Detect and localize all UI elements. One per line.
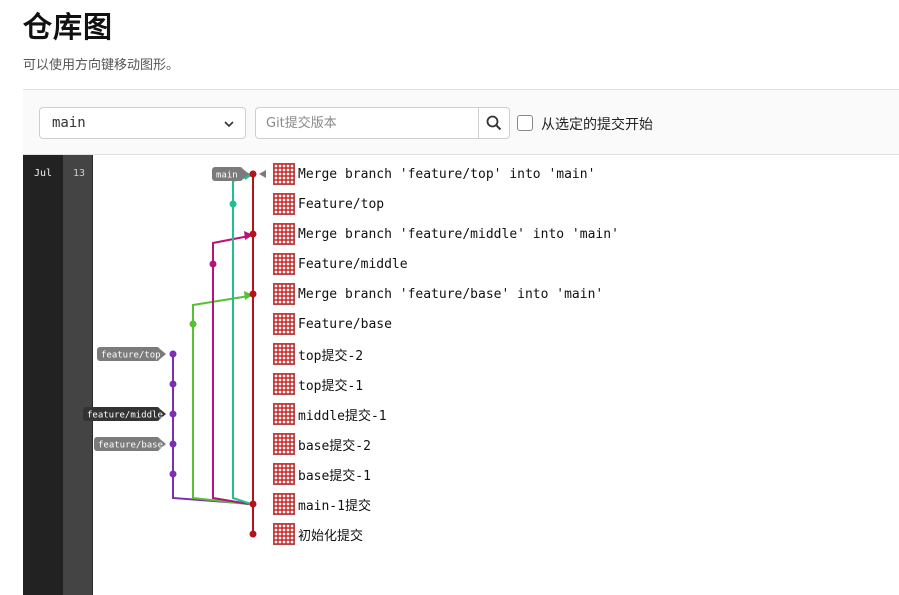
commit-dot-main xyxy=(249,290,257,298)
start-from-selected-checkbox[interactable] xyxy=(517,115,533,131)
avatar xyxy=(273,193,295,215)
graph-lanes: main feature/top feature/middle feature/… xyxy=(83,167,266,538)
commit-row[interactable]: Merge branch 'feature/base' into 'main' xyxy=(273,283,603,305)
branch-select[interactable]: main xyxy=(39,107,246,139)
commit-row[interactable]: top提交-1 xyxy=(273,373,363,395)
commit-dot-feature xyxy=(169,380,177,388)
chevron-down-icon xyxy=(224,121,234,128)
avatar xyxy=(273,283,295,305)
commit-row[interactable]: base提交-2 xyxy=(273,433,371,455)
avatar xyxy=(273,223,295,245)
commit-message[interactable]: Feature/top xyxy=(298,196,385,212)
commit-message[interactable]: Feature/middle xyxy=(298,256,408,272)
base-lane-path xyxy=(192,295,250,505)
commit-row[interactable]: Merge branch 'feature/top' into 'main' xyxy=(273,163,595,185)
commit-dot-main xyxy=(249,530,257,538)
commit-dot-main xyxy=(249,170,257,178)
svg-text:feature/top: feature/top xyxy=(101,351,161,361)
svg-text:feature/middle: feature/middle xyxy=(87,411,163,421)
commit-message[interactable]: Merge branch 'feature/top' into 'main' xyxy=(298,166,596,182)
commit-message[interactable]: main-1提交 xyxy=(298,498,371,514)
commit-dot-main xyxy=(249,230,257,238)
commit-dot-feature xyxy=(169,470,177,478)
commit-dot-middle xyxy=(209,260,217,268)
search-icon xyxy=(486,115,502,131)
commit-row[interactable]: main-1提交 xyxy=(273,493,371,515)
svg-text:feature/base: feature/base xyxy=(98,441,163,451)
commit-message[interactable]: Merge branch 'feature/middle' into 'main… xyxy=(298,226,619,242)
commit-message[interactable]: base提交-1 xyxy=(298,468,371,484)
avatar xyxy=(273,493,295,515)
svg-text:main: main xyxy=(216,171,238,181)
avatar xyxy=(273,433,295,455)
commit-message[interactable]: top提交-1 xyxy=(298,378,364,394)
ref-badge-feature-top: feature/top xyxy=(97,347,166,361)
ref-badge-feature-middle: feature/middle xyxy=(83,407,166,421)
month-label: Jul xyxy=(34,168,53,179)
commit-dot-feature xyxy=(169,350,177,358)
commit-message[interactable]: Feature/base xyxy=(298,316,392,332)
commit-row[interactable]: base提交-1 xyxy=(273,463,371,485)
avatar xyxy=(273,373,295,395)
commit-dot-feature xyxy=(169,440,177,448)
commit-row[interactable]: Merge branch 'feature/middle' into 'main… xyxy=(273,223,619,245)
commit-message[interactable]: middle提交-1 xyxy=(298,408,387,424)
branch-select-value: main xyxy=(52,115,86,131)
avatar xyxy=(273,313,295,335)
commit-row[interactable]: 初始化提交 xyxy=(273,523,363,545)
head-marker-icon xyxy=(259,170,266,178)
commit-message[interactable]: Merge branch 'feature/base' into 'main' xyxy=(298,286,604,302)
start-from-selected-label: 从选定的提交开始 xyxy=(541,117,653,133)
commit-message[interactable]: 初始化提交 xyxy=(298,528,364,544)
avatar xyxy=(273,343,295,365)
top-lane-path xyxy=(232,175,252,505)
month-column xyxy=(23,155,63,595)
middle-lane-path xyxy=(212,235,250,505)
commit-row[interactable]: Feature/top xyxy=(273,193,384,215)
day-label: 13 xyxy=(73,168,86,179)
base-arrow xyxy=(244,291,253,300)
avatar xyxy=(273,463,295,485)
page-title: 仓库图 xyxy=(23,10,114,44)
commit-row[interactable]: Feature/base xyxy=(273,313,392,335)
avatar xyxy=(273,523,295,545)
commit-dot-main xyxy=(249,500,257,508)
page-subtitle: 可以使用方向键移动图形。 xyxy=(23,58,180,73)
commit-dot-top xyxy=(229,200,237,208)
middle-arrow xyxy=(244,231,253,240)
commit-row[interactable]: Feature/middle xyxy=(273,253,408,275)
avatar xyxy=(273,403,295,425)
commit-dot-base xyxy=(189,320,197,328)
avatar xyxy=(273,253,295,275)
commit-row[interactable]: top提交-2 xyxy=(273,343,363,365)
day-column xyxy=(63,155,93,595)
avatar xyxy=(273,163,295,185)
ref-badge-main: main xyxy=(212,167,249,181)
commit-graph[interactable]: Jul 13 xyxy=(23,155,899,595)
revision-input[interactable] xyxy=(255,107,478,139)
commit-row[interactable]: middle提交-1 xyxy=(273,403,387,425)
commit-message[interactable]: base提交-2 xyxy=(298,438,371,454)
search-button[interactable] xyxy=(478,107,510,139)
commit-message[interactable]: top提交-2 xyxy=(298,348,364,364)
graph-toolbar: main 从选定的提交开始 xyxy=(23,89,899,155)
ref-badge-feature-base: feature/base xyxy=(94,437,166,451)
commit-dot-feature xyxy=(169,410,177,418)
